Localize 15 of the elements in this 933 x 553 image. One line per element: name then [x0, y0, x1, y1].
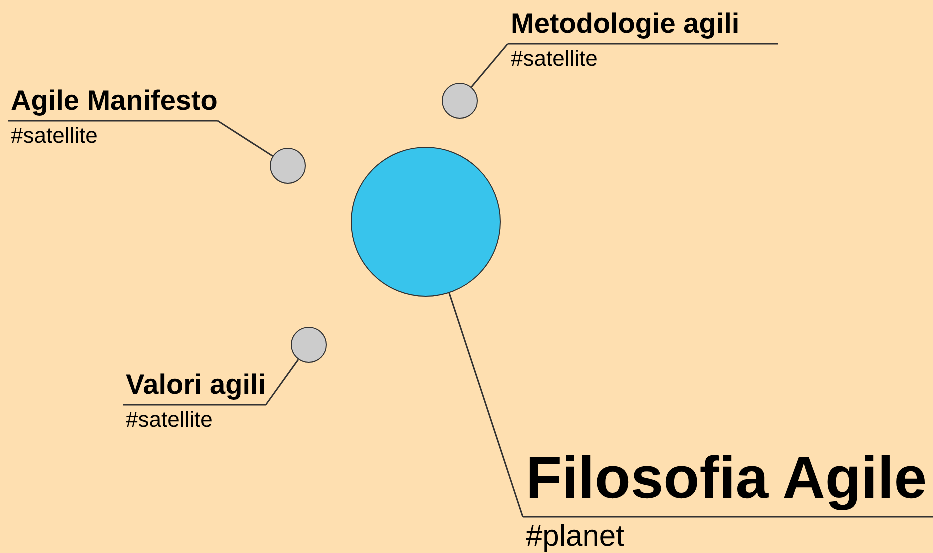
label-heading: Valori agili: [126, 368, 266, 402]
leader-line: [471, 44, 509, 88]
label-heading: Filosofia Agile: [526, 444, 928, 513]
label-heading: Metodologie agili: [511, 7, 740, 41]
tag-text: #satellite: [511, 46, 599, 71]
leader-line: [265, 359, 300, 406]
satellite-circle: [270, 148, 306, 184]
satellite-circle: [442, 83, 478, 119]
label-heading: Agile Manifesto: [11, 84, 218, 118]
satellite-circle: [291, 327, 327, 363]
tag-text: #planet: [526, 520, 626, 553]
leader-line: [218, 120, 274, 157]
leader-line: [448, 293, 524, 518]
tag-text: #satellite: [126, 408, 214, 432]
tag-text: #satellite: [11, 124, 99, 148]
